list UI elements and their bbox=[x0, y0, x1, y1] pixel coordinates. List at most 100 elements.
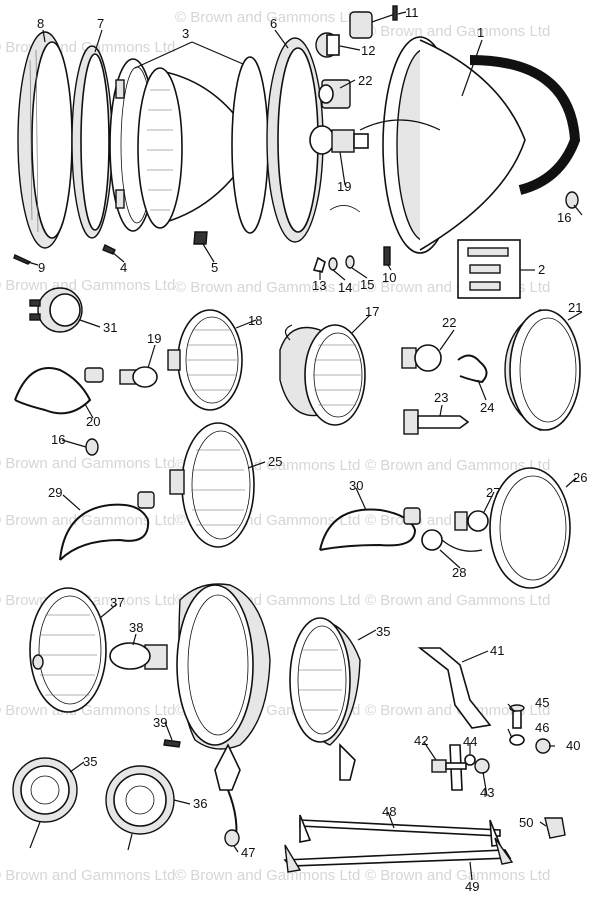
part-28-bulb bbox=[421, 529, 483, 552]
callout-2: 2 bbox=[538, 262, 545, 277]
callout-15: 15 bbox=[360, 277, 374, 292]
callout-28: 28 bbox=[452, 565, 466, 580]
callout-16-top: 16 bbox=[557, 210, 571, 225]
callout-37: 37 bbox=[110, 595, 124, 610]
part-1-headlamp-shell bbox=[359, 36, 581, 254]
part-39-screw bbox=[163, 739, 181, 748]
part-16-grommet bbox=[565, 191, 579, 209]
callout-7: 7 bbox=[97, 16, 104, 31]
part-6-sealing-ring bbox=[231, 37, 324, 243]
part-30-harness bbox=[319, 507, 421, 551]
part-49-bar bbox=[283, 837, 514, 873]
part-48-bar bbox=[299, 814, 502, 847]
part-46-washer bbox=[509, 734, 525, 746]
callout-21: 21 bbox=[568, 300, 582, 315]
watermark: © Brown and Gammons Ltd bbox=[175, 279, 360, 296]
callout-30: 30 bbox=[349, 478, 363, 493]
callout-5: 5 bbox=[211, 260, 218, 275]
watermark: © Brown and Gammons Ltd bbox=[365, 592, 550, 609]
callout-22-mid: 22 bbox=[442, 315, 456, 330]
part-29-harness bbox=[59, 491, 155, 561]
callout-39: 39 bbox=[153, 715, 167, 730]
part-38-bulb bbox=[109, 642, 168, 670]
part-22-connector bbox=[318, 79, 351, 109]
callout-1: 1 bbox=[477, 25, 484, 40]
part-19-bulb-holder-small bbox=[119, 366, 158, 388]
part-11-bulb bbox=[349, 5, 398, 39]
part-35-spotlamp-large bbox=[289, 617, 361, 781]
part-23-bulb bbox=[403, 409, 470, 435]
part-43-nut bbox=[474, 758, 490, 774]
callout-17: 17 bbox=[365, 304, 379, 319]
watermark: © Brown and Gammons Ltd bbox=[365, 23, 550, 40]
watermark: © Brown and Gammons Ltd bbox=[0, 512, 175, 529]
callout-20: 20 bbox=[86, 414, 100, 429]
part-17-lamp-unit bbox=[279, 324, 366, 426]
watermark: © Brown and Gammons Ltd bbox=[0, 702, 175, 719]
callout-41: 41 bbox=[490, 643, 504, 658]
callout-46: 46 bbox=[535, 720, 549, 735]
watermark: © Brown and Gammons Ltd bbox=[0, 867, 175, 884]
part-18-sealed-beam bbox=[167, 309, 243, 411]
callout-24: 24 bbox=[480, 400, 494, 415]
callout-49: 49 bbox=[465, 879, 479, 894]
callout-27: 27 bbox=[486, 485, 500, 500]
callout-19-mid: 19 bbox=[147, 331, 161, 346]
part-44-washer bbox=[464, 754, 476, 766]
part-22-bulb bbox=[401, 344, 442, 372]
watermark: © Brown and Gammons Ltd bbox=[0, 277, 175, 294]
callout-40: 40 bbox=[566, 738, 580, 753]
callout-48: 48 bbox=[382, 804, 396, 819]
watermark: © Brown and Gammons Ltd bbox=[175, 9, 360, 26]
callout-42: 42 bbox=[414, 733, 428, 748]
callout-35-large: 35 bbox=[376, 624, 390, 639]
callout-25: 25 bbox=[268, 454, 282, 469]
watermark: © Brown and Gammons Ltd bbox=[175, 867, 360, 884]
part-35-spotlamp-small bbox=[12, 757, 78, 849]
callout-22-top: 22 bbox=[358, 73, 372, 88]
callout-47: 47 bbox=[241, 845, 255, 860]
callout-36: 36 bbox=[193, 796, 207, 811]
callout-26: 26 bbox=[573, 470, 587, 485]
callout-38: 38 bbox=[129, 620, 143, 635]
part-40-nut bbox=[535, 738, 551, 754]
callout-6: 6 bbox=[270, 16, 277, 31]
part-12-lamp bbox=[315, 32, 340, 58]
part-42-bolt bbox=[431, 759, 467, 773]
callout-23: 23 bbox=[434, 390, 448, 405]
part-3-light-unit bbox=[137, 67, 263, 229]
callout-14: 14 bbox=[338, 280, 352, 295]
callout-50: 50 bbox=[519, 815, 533, 830]
part-31-connector-block bbox=[29, 287, 83, 333]
callout-9: 9 bbox=[38, 260, 45, 275]
callout-31: 31 bbox=[103, 320, 117, 335]
part-50-clip bbox=[544, 817, 566, 839]
part-37-sealed-beam bbox=[29, 587, 107, 713]
callout-43: 43 bbox=[480, 785, 494, 800]
part-27-bulb bbox=[454, 510, 489, 532]
callout-3: 3 bbox=[182, 26, 189, 41]
callout-16-mid: 16 bbox=[51, 432, 65, 447]
part-20-harness bbox=[14, 367, 104, 415]
part-21-sealed-beam bbox=[504, 308, 581, 432]
part-26-sealed-beam bbox=[489, 467, 571, 589]
part-16-grommet-mid bbox=[85, 438, 99, 456]
part-19-bulb-holder bbox=[309, 125, 369, 155]
callout-labels: 1 2 3 4 5 6 7 8 9 10 11 12 13 14 15 16 1… bbox=[37, 5, 587, 894]
part-7-gasket bbox=[71, 45, 113, 239]
central-headlamp-body bbox=[176, 583, 271, 847]
watermark: © Brown and Gammons Ltd bbox=[365, 702, 550, 719]
callout-29: 29 bbox=[48, 485, 62, 500]
part-24-clip bbox=[457, 354, 488, 384]
part-36-spotlamp-small bbox=[105, 765, 175, 851]
headlamp-exploded-assembly bbox=[13, 5, 581, 299]
callout-18: 18 bbox=[248, 313, 262, 328]
part-2-adjuster-kit bbox=[457, 239, 521, 299]
small-hardware-row bbox=[13, 205, 391, 273]
callout-4: 4 bbox=[120, 260, 127, 275]
callout-35-small: 35 bbox=[83, 754, 97, 769]
part-25-sealed-beam bbox=[169, 422, 255, 548]
watermark: © Brown and Gammons Ltd bbox=[365, 457, 550, 474]
part-8-outer-rim bbox=[17, 31, 73, 249]
